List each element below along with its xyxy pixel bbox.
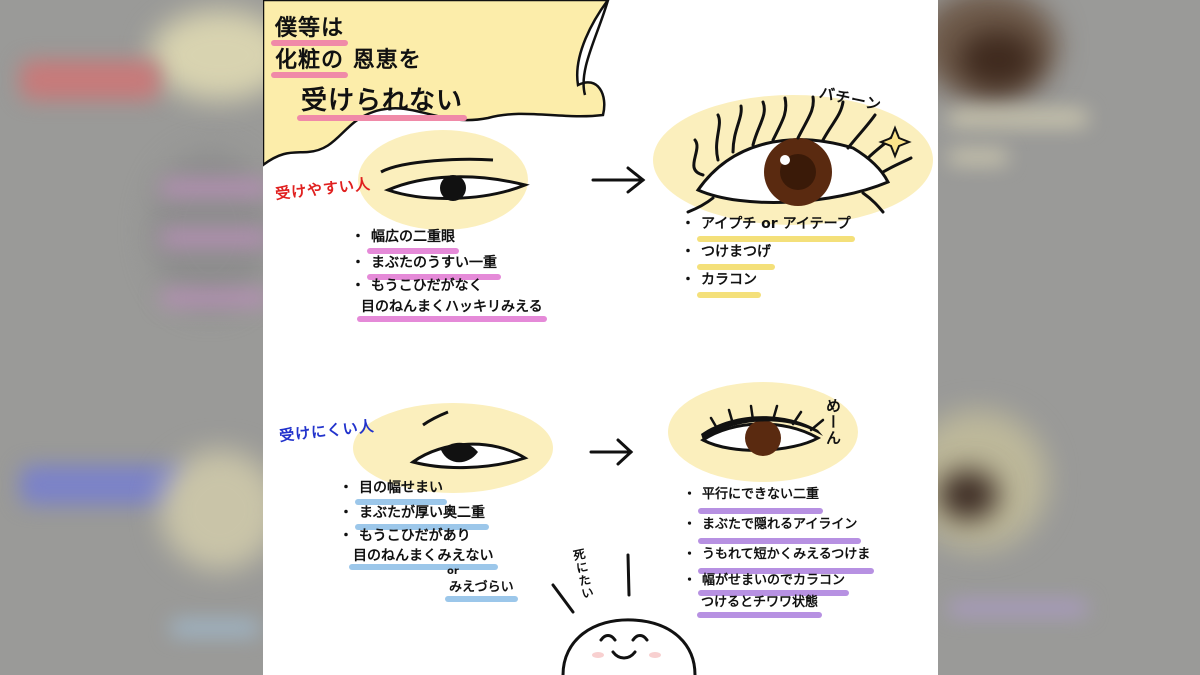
list-item: ・つけまつげ <box>681 238 851 270</box>
eye-with-heavy-eyeliner <box>700 404 825 456</box>
title-line-1: 僕等は <box>270 10 349 46</box>
list-item: ・アイプチ or アイテープ <box>681 210 855 242</box>
sfx-pachin: バチーン <box>817 83 884 115</box>
blurred-background-right <box>938 0 1200 675</box>
list-item: ・うもれて短かくみえるつけま <box>683 540 875 574</box>
list-item: ・目の幅せまい <box>339 476 514 505</box>
title-bubble <box>263 0 610 167</box>
list-item: ・平行にできない二重 <box>683 480 870 514</box>
title-line-3: 受けられない <box>296 80 468 121</box>
label-receptive: 受けやすい人 <box>274 175 372 203</box>
title-line-2b: 恩恵を <box>352 48 422 73</box>
arrow-right-icon <box>591 166 646 194</box>
arrow-right-icon-2 <box>589 438 634 466</box>
list-item: みえづらい <box>339 578 518 602</box>
list-item: ・幅広の二重眼 <box>351 224 543 254</box>
list-item: 目のねんまくハッキリみえる <box>351 296 547 322</box>
title-line-2: 化粧の 恩恵を <box>270 42 422 78</box>
sfx-men: めーん <box>824 398 842 446</box>
list-item: ・幅がせまいのでカラコン <box>683 570 870 596</box>
character-speech: 死にたい <box>570 547 596 601</box>
list-item: 目のねんまくみえない <box>349 548 498 570</box>
eye-with-lashes-and-colored-lens <box>686 95 913 214</box>
list-item: つけるとチワワ状態 <box>683 592 870 618</box>
list-item: ・まぶたで隠れるアイライン <box>683 510 870 544</box>
top-right-list: ・アイプチ or アイテープ ・つけまつげ ・カラコン <box>681 210 855 298</box>
list-item: ・カラコン <box>681 266 851 298</box>
sad-character <box>551 553 697 675</box>
illustration-artwork <box>263 0 933 675</box>
list-item: ・もうこひだがなく <box>351 278 483 294</box>
bottom-left-list: ・目の幅せまい ・まぶたが厚い奥二重 ・もうこひだがあり 目のねんまくみえない … <box>339 476 518 602</box>
sparkle-icon <box>878 125 912 159</box>
illustration-panel: 僕等は 化粧の 恩恵を 受けられない 受けやすい人 ・幅広の二重眼 ・まぶたのう… <box>263 0 938 675</box>
or-connector: or <box>447 566 459 577</box>
blurred-background-left <box>0 0 263 675</box>
bottom-right-list: ・平行にできない二重 ・まぶたで隠れるアイライン ・うもれて短かくみえるつけま … <box>683 480 875 618</box>
list-item: ・まぶたが厚い奥二重 <box>339 501 514 530</box>
list-item: ・まぶたのうすい一重 <box>351 250 543 280</box>
label-unreceptive: 受けにくい人 <box>278 417 376 445</box>
top-left-list: ・幅広の二重眼 ・まぶたのうすい一重 ・もうこひだがなく 目のねんまくハッキリみ… <box>351 224 547 322</box>
list-item: ・もうこひだがあり <box>339 528 471 544</box>
